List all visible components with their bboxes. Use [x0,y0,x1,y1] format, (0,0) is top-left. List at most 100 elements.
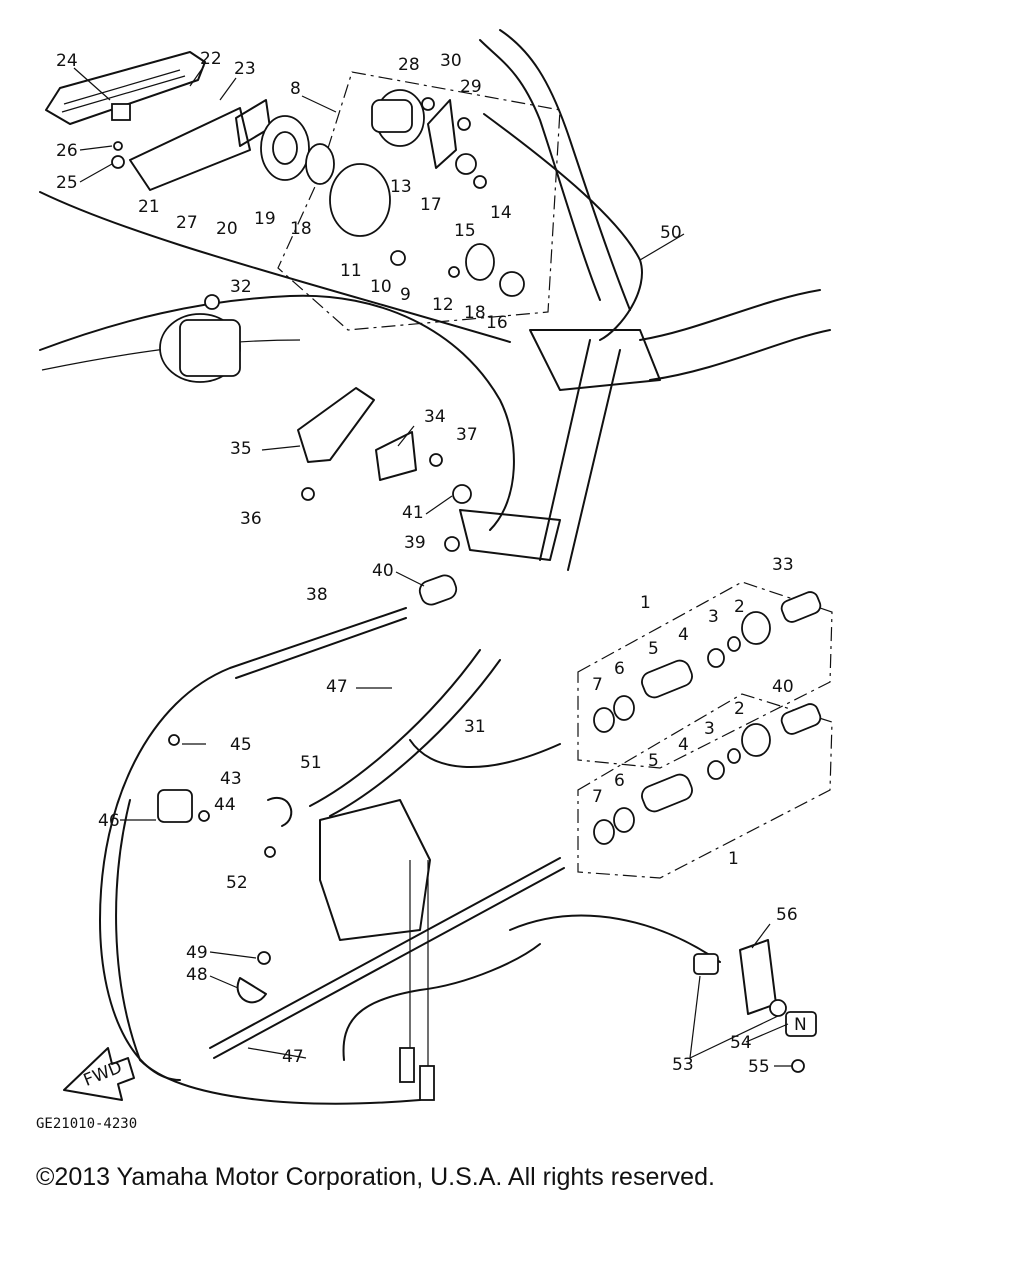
callout-4-lower: 4 [678,735,689,755]
callout-38: 38 [306,585,328,605]
bracket-34 [375,431,417,481]
callout-9: 9 [400,285,411,305]
callout-51: 51 [300,753,322,773]
callout-15: 15 [454,221,476,241]
callout-7-upper: 7 [592,675,603,695]
callout-33: 33 [772,555,794,575]
diagram-code: GE21010-4230 [36,1116,137,1132]
callout-6-upper: 6 [614,659,625,679]
callout-47-upper: 47 [326,677,348,697]
callout-5-lower: 5 [648,751,659,771]
group-box-1-lower [577,693,833,879]
callouts: 24 22 23 8 28 30 29 26 25 21 27 20 19 18… [56,49,798,1077]
clip-16 [499,271,525,297]
washer-15 [455,153,477,175]
adjuster-set-upper [593,591,822,733]
callout-4-upper: 4 [678,625,689,645]
callout-11: 11 [340,261,362,281]
callout-56: 56 [776,905,798,925]
callout-22: 22 [200,49,222,69]
bracket-35 [297,387,375,463]
bolt-37 [429,453,443,467]
nut-32 [204,294,220,310]
callout-35: 35 [230,439,252,459]
callout-3-upper: 3 [708,607,719,627]
callout-31: 31 [464,717,486,737]
callout-44: 44 [214,795,236,815]
leader-lines [73,65,792,1067]
callout-32: 32 [230,277,252,297]
bolt-55 [791,1059,805,1073]
clip-43 [157,789,193,823]
callout-23: 23 [234,59,256,79]
callout-43: 43 [220,769,242,789]
screw-52 [264,846,276,858]
bushing-18 [305,143,335,185]
jet-pump [319,799,431,941]
callout-40: 40 [372,561,394,581]
copyright-text: ©2013 Yamaha Motor Corporation, U.S.A. A… [36,1163,715,1191]
callout-53: 53 [672,1055,694,1075]
nut-53 [769,999,787,1017]
callout-46: 46 [98,811,120,831]
callout-13: 13 [390,177,412,197]
bracket-21 [129,107,251,191]
callout-3-lower: 3 [704,719,715,739]
callout-52: 52 [226,873,248,893]
gear-fitting [693,953,719,975]
washer-29 [457,117,471,131]
clamp-48 [236,977,267,1004]
callout-29: 29 [460,77,482,97]
callout-48: 48 [186,965,208,985]
callout-34: 34 [424,407,446,427]
fwd-arrow-icon: FWD [63,1047,135,1101]
pin-45 [168,734,180,746]
callout-20: 20 [216,219,238,239]
callout-39: 39 [404,533,426,553]
callout-45: 45 [230,735,252,755]
callout-2-lower: 2 [734,699,745,719]
callout-14: 14 [490,203,512,223]
callout-7-lower: 7 [592,787,603,807]
nut-25 [111,155,125,169]
cable-end-a [399,1047,415,1083]
callout-24: 24 [56,51,78,71]
handlebar [479,29,831,391]
callout-55: 55 [748,1057,770,1077]
adjuster-set-lower [593,703,822,845]
callout-10: 10 [370,277,392,297]
callout-17: 17 [420,195,442,215]
grommet-39 [444,536,460,552]
plate-17 [427,99,457,169]
callout-40b: 40 [772,677,794,697]
cable-lower [209,857,561,1049]
callout-37: 37 [456,425,478,445]
steering-column [539,339,621,571]
callout-36: 36 [240,509,262,529]
callout-18b: 18 [464,303,486,323]
callout-26: 26 [56,141,78,161]
throttle-unit [159,294,241,383]
callout-21: 21 [138,197,160,217]
group-box-1-upper [577,581,833,769]
callout-6-lower: 6 [614,771,625,791]
cable-reverse [509,914,721,963]
callout-19: 19 [254,209,276,229]
callout-28: 28 [398,55,420,75]
callout-16: 16 [486,313,508,333]
parts-diagram: N FWD GE21010-4230 24 22 23 8 28 30 29 2… [36,29,833,1132]
bolt-14 [473,175,487,189]
bolt-36 [301,487,315,501]
screw-49 [257,951,271,965]
washer-26 [113,141,123,151]
callout-30: 30 [440,51,462,71]
callout-41: 41 [402,503,424,523]
boot-40 [418,574,458,606]
hull-outline [39,191,511,343]
callout-1-lower: 1 [728,849,739,869]
handle-grip [45,51,206,125]
knob-54 [785,1011,817,1037]
washer-44 [198,810,210,822]
cable-31 [309,649,481,807]
screw-12 [448,266,460,278]
